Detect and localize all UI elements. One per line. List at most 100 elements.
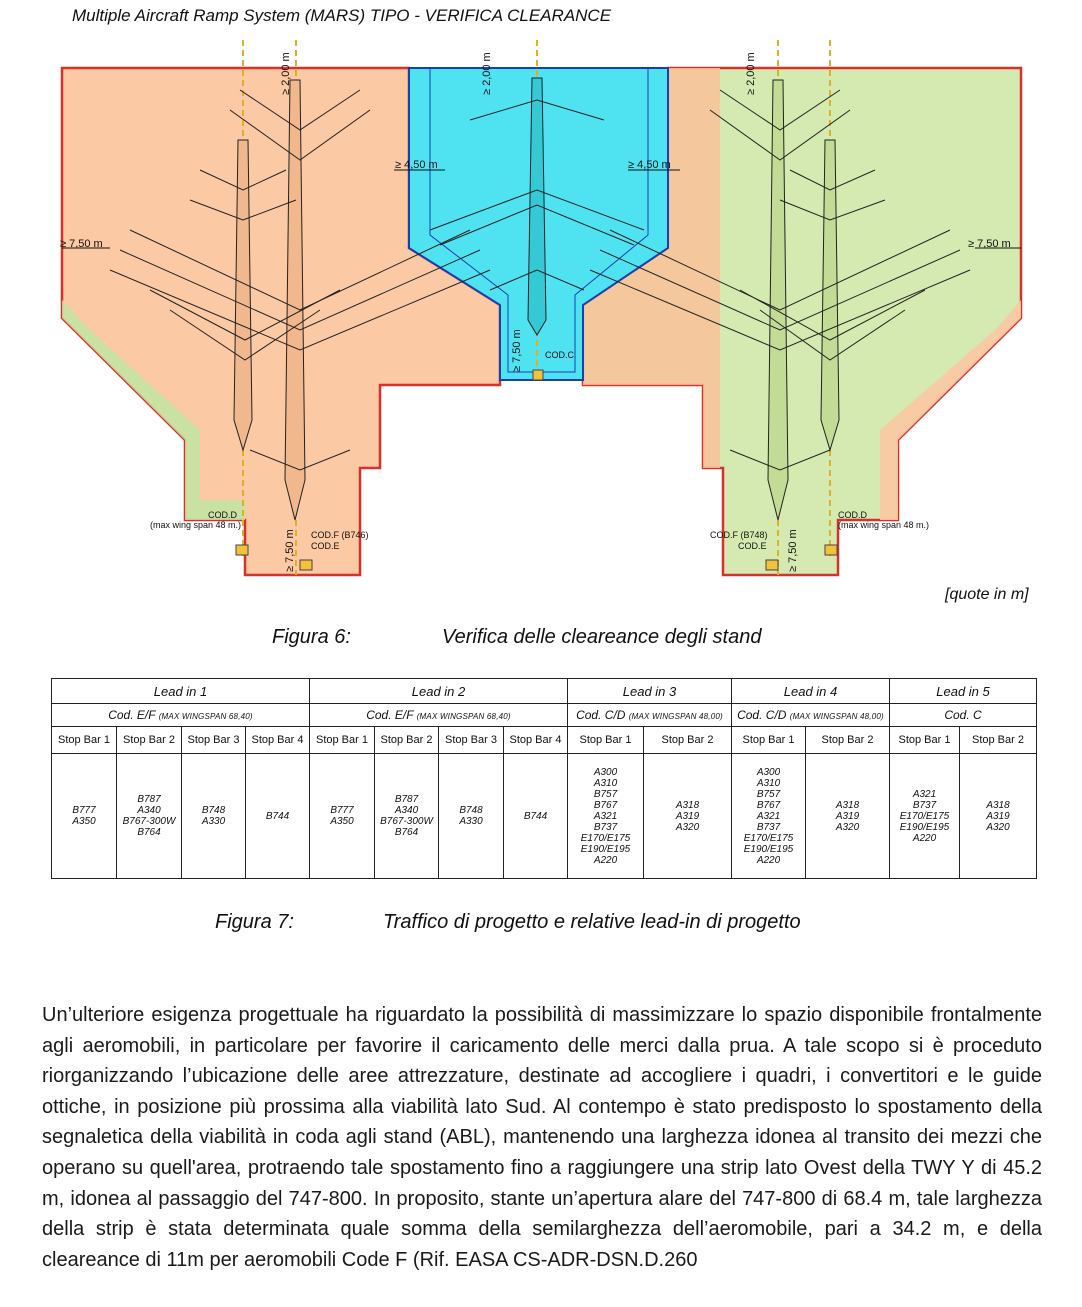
dim-mid-right: ≥ 4,50 m xyxy=(628,159,671,171)
aircraft-type: A319 xyxy=(835,810,860,822)
label-cod-f-left: COD.F (B746) xyxy=(311,530,369,540)
aircraft-type: A320 xyxy=(835,821,860,833)
aircraft-type: B748 xyxy=(459,805,483,816)
aircraft-type: A319 xyxy=(986,810,1010,822)
stop-bar-header: Stop Bar 3 xyxy=(438,726,504,754)
aircraft-type: E170/E175 xyxy=(580,832,631,844)
aircraft-type: B737 xyxy=(593,821,618,833)
stop-bar-header: Stop Bar 4 xyxy=(245,726,310,754)
aircraft-type: A220 xyxy=(912,832,937,844)
aircraft-type: B748 xyxy=(201,805,226,816)
label-cod-f-right: COD.F (B748) xyxy=(710,530,768,540)
stop-bar-header: Stop Bar 4 xyxy=(503,726,568,754)
aircraft-type: B744 xyxy=(523,810,548,822)
figure6-caption-text: Verifica delle cleareance degli stand xyxy=(442,626,762,648)
label-max-wing-left: (max wing span 48 m.) xyxy=(150,520,241,530)
lead-3-title: Lead in 3 xyxy=(567,678,732,704)
aircraft-type: A350 xyxy=(72,816,96,827)
dim-bottom-right: ≥ 7,50 m xyxy=(787,529,799,572)
aircraft-type: B757 xyxy=(756,788,781,800)
lead-in-table: Lead in 1 Lead in 2 Lead in 3 Lead in 4 … xyxy=(51,678,1037,879)
aircraft-type: B767 xyxy=(756,799,781,811)
aircraft-type: A340 xyxy=(394,805,419,816)
dim-top-right: ≥ 2,00 m xyxy=(745,52,757,95)
left-green-zone xyxy=(62,300,245,520)
aircraft-type: A319 xyxy=(675,810,700,822)
aircraft-type: B767-300W xyxy=(380,816,433,827)
aircraft-type: E170/E175 xyxy=(899,810,950,822)
aircraft-type: A310 xyxy=(593,777,618,789)
figure-title: Multiple Aircraft Ramp System (MARS) TIP… xyxy=(72,6,612,25)
lead-4-title: Lead in 4 xyxy=(731,678,890,704)
aircraft-overlay-center xyxy=(429,77,645,336)
aircraft-type: B757 xyxy=(593,788,618,800)
lead-2-title: Lead in 2 xyxy=(309,678,568,704)
dim-center-bottom: ≥ 7,50 m xyxy=(511,329,523,372)
aircraft-type: B767 xyxy=(593,799,618,811)
label-cod-e-left: COD.E xyxy=(311,541,340,551)
aircraft-type: A350 xyxy=(330,816,354,827)
stop-bar-header: Stop Bar 3 xyxy=(181,726,246,754)
units-note: [quote in m] xyxy=(945,586,1029,603)
stop-bar-header: Stop Bar 1 xyxy=(309,726,375,754)
aircraft-type: B744 xyxy=(265,810,290,822)
dim-side-left: ≥ 7,50 m xyxy=(60,238,103,250)
aircraft-type: B767-300W xyxy=(122,816,176,827)
label-cod-c: COD.C xyxy=(545,350,575,360)
lead-1-title: Lead in 1 xyxy=(51,678,310,704)
aircraft-overlay-right xyxy=(589,79,971,521)
stop-bar-header: Stop Bar 2 xyxy=(116,726,182,754)
stop-bar-header: Stop Bar 1 xyxy=(567,726,644,754)
aircraft-type: A318 xyxy=(835,799,860,811)
stop-bar-header: Stop Bar 1 xyxy=(51,726,117,754)
aircraft-cell: B744 xyxy=(245,753,310,879)
aircraft-cell: B744 xyxy=(503,753,568,879)
stop-bar-header: Stop Bar 2 xyxy=(643,726,732,754)
aircraft-type: A318 xyxy=(675,799,700,811)
aircraft-type: B787 xyxy=(394,794,419,805)
aircraft-type: B737 xyxy=(756,821,781,833)
aircraft-type: B764 xyxy=(394,827,419,838)
aircraft-overlay-left xyxy=(109,79,491,521)
aircraft-type: A300 xyxy=(593,766,618,778)
dim-top-center: ≥ 2,00 m xyxy=(481,52,493,95)
aircraft-type: E190/E195 xyxy=(580,843,631,855)
label-cod-d-right: COD.D xyxy=(838,510,868,520)
right-orange-zone xyxy=(583,68,720,468)
aircraft-type: B787 xyxy=(137,794,161,805)
aircraft-type: B737 xyxy=(912,799,937,811)
aircraft-type: E170/E175 xyxy=(743,832,794,844)
lead-3-code: Cod. C/D (MAX WINGSPAN 48,00) xyxy=(567,703,732,727)
aircraft-type: A321 xyxy=(912,788,937,800)
aircraft-type: A318 xyxy=(986,799,1010,811)
right-orange-band xyxy=(880,300,1021,520)
aircraft-type: A330 xyxy=(459,816,483,827)
aircraft-type: A220 xyxy=(756,854,781,866)
body-paragraph: Un’ulteriore esigenza progettuale ha rig… xyxy=(42,1004,1042,1271)
lead-2-code: Cod. E/F (MAX WINGSPAN 68,40) xyxy=(309,703,568,727)
lead-1-code: Cod. E/F (MAX WINGSPAN 68,40) xyxy=(51,703,310,727)
stop-bar-header: Stop Bar 2 xyxy=(805,726,890,754)
dim-side-right: ≥ 7,50 m xyxy=(968,238,1011,250)
figure7-caption-label: Figura 7: xyxy=(215,911,294,933)
dim-bottom-left: ≥ 7,50 m xyxy=(284,529,296,572)
stop-bar-header: Stop Bar 2 xyxy=(374,726,439,754)
figure7-caption: Figura 7:Traffico di progetto e relative… xyxy=(215,911,801,934)
stop-bar-header: Stop Bar 1 xyxy=(731,726,806,754)
stop-bar-header: Stop Bar 2 xyxy=(959,726,1037,754)
label-max-wing-right: (max wing span 48 m.) xyxy=(838,520,929,530)
lead-5-code: Cod. C xyxy=(889,703,1037,727)
aircraft-type: A300 xyxy=(756,766,781,778)
aircraft-type: B777 xyxy=(72,805,96,816)
stand-clearance-drawing: ≥ 7,50 m ≥ 7,50 m ≥ 4,50 m ≥ 4,50 m ≥ 2,… xyxy=(60,40,1023,577)
